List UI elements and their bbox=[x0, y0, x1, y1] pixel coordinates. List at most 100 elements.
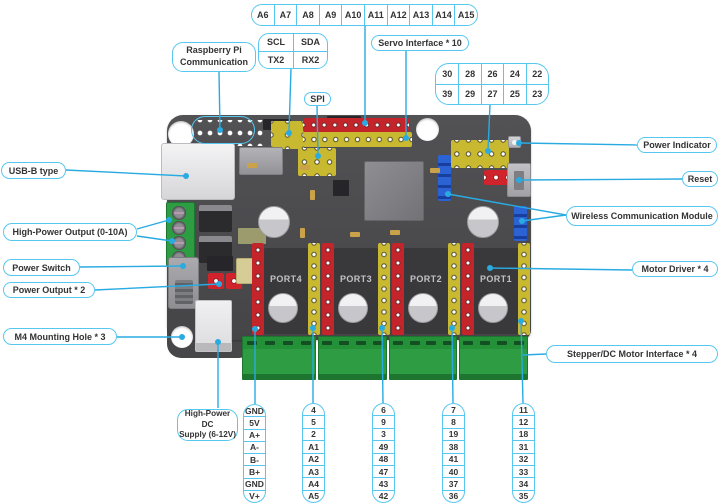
digital-pin: 25 bbox=[503, 83, 526, 104]
analog-pin: A15 bbox=[454, 5, 477, 25]
digital-pin: 26 bbox=[480, 64, 503, 84]
port3-capacitor bbox=[338, 293, 368, 323]
pin-column-port2: 7 8 19 38 41 40 37 36 bbox=[442, 403, 465, 503]
pin: A1 bbox=[303, 440, 324, 452]
power-led bbox=[508, 136, 521, 148]
pin: A+ bbox=[244, 428, 265, 441]
pin: 8 bbox=[443, 415, 464, 427]
pin: B- bbox=[244, 453, 265, 465]
digital-pin-grid: 30 28 26 24 22 39 29 27 25 23 bbox=[435, 63, 549, 105]
pin: 6 bbox=[381, 404, 386, 415]
analog-pin: A6 bbox=[257, 10, 269, 20]
port2-red-header bbox=[392, 243, 404, 335]
pin: 47 bbox=[373, 464, 394, 477]
digital-pin: 30 bbox=[442, 68, 453, 79]
usb-type-label: USB-B type bbox=[1, 162, 66, 179]
capacitor-right bbox=[467, 206, 499, 238]
port1-red-header bbox=[462, 243, 474, 335]
terminal-slots bbox=[319, 337, 386, 349]
digital-pin: 23 bbox=[525, 83, 548, 104]
analog-pin: A10 bbox=[341, 5, 364, 25]
analog-pin: A9 bbox=[318, 5, 342, 25]
pin: 9 bbox=[373, 415, 394, 427]
smd-resistor bbox=[300, 165, 310, 170]
dc-power-jack bbox=[195, 300, 232, 352]
port1-capacitor bbox=[478, 293, 508, 323]
pin: 32 bbox=[513, 452, 534, 465]
pin: A4 bbox=[303, 477, 324, 489]
pin: 40 bbox=[443, 464, 464, 477]
power-output-text: Power Output * 2 bbox=[12, 285, 86, 295]
terminal-screw bbox=[172, 221, 186, 235]
m4-mounting-hole-label: M4 Mounting Hole * 3 bbox=[3, 328, 117, 345]
wireless-text: Wireless Communication Module bbox=[571, 211, 713, 221]
pin-column-port3: 6 9 3 49 48 47 43 42 bbox=[372, 403, 395, 503]
power-indicator-label: Power Indicator bbox=[637, 137, 717, 153]
pin: 35 bbox=[513, 489, 534, 502]
reset-label: Reset bbox=[682, 171, 718, 187]
comm-pin: RX2 bbox=[293, 50, 327, 68]
motor-driver-label: Motor Driver * 4 bbox=[632, 261, 718, 277]
wireless-module-label: Wireless Communication Module bbox=[566, 206, 718, 226]
i2c-serial-header bbox=[271, 121, 304, 149]
pin: 43 bbox=[373, 477, 394, 489]
smd-resistor bbox=[430, 168, 440, 173]
wireless-header-a bbox=[438, 155, 451, 201]
analog-pin: A13 bbox=[409, 5, 432, 25]
pin: GND bbox=[245, 405, 264, 416]
pin: 7 bbox=[451, 404, 456, 415]
servo-header-yellow-row bbox=[303, 132, 412, 147]
motor-driver-text: Motor Driver * 4 bbox=[641, 264, 709, 274]
voltage-select-jumper bbox=[484, 170, 508, 185]
pin: V+ bbox=[244, 489, 265, 502]
spi-label-text: SPI bbox=[310, 94, 325, 104]
comm-pin: SCL bbox=[267, 37, 285, 48]
pin-column-power: GND 5V A+ A- B- B+ GND V+ bbox=[243, 404, 266, 503]
high-power-output-text: High-Power Output (0-10A) bbox=[12, 227, 128, 237]
pin: 34 bbox=[513, 477, 534, 489]
rpi-header-outline bbox=[191, 116, 255, 144]
digital-pin: 27 bbox=[480, 83, 504, 104]
power-indicator-text: Power Indicator bbox=[643, 140, 711, 150]
comm-pin: SDA bbox=[293, 34, 327, 51]
digital-pin: 29 bbox=[458, 83, 481, 104]
mounting-hole-top-left bbox=[168, 121, 194, 147]
comm-pin-grid: SCL SDA TX2 RX2 bbox=[258, 33, 328, 69]
terminal-slots bbox=[243, 337, 315, 349]
rpi-label-line2: Communication bbox=[179, 57, 248, 67]
analog-pin: A8 bbox=[296, 5, 319, 25]
spi-header bbox=[298, 148, 336, 176]
pin: 42 bbox=[373, 489, 394, 502]
pin: 5V bbox=[244, 416, 265, 428]
spi-label: SPI bbox=[304, 92, 331, 106]
terminal-slots bbox=[460, 337, 527, 349]
smd-resistor bbox=[390, 230, 400, 235]
smd-resistor bbox=[310, 190, 315, 200]
port-label: PORT3 bbox=[339, 274, 372, 284]
pin: 4 bbox=[311, 404, 316, 415]
servo-label-text: Servo Interface * 10 bbox=[378, 38, 462, 48]
analog-pin: A14 bbox=[431, 5, 455, 25]
port2-capacitor bbox=[408, 293, 438, 323]
port1-yellow-header bbox=[518, 243, 530, 335]
rpi-label-line1: Raspberry Pi bbox=[186, 45, 242, 56]
digital-pin: 22 bbox=[525, 64, 548, 84]
dc-supply-label: High-Power DC Supply (6-12V) bbox=[177, 409, 238, 441]
pin: 2 bbox=[303, 427, 324, 440]
terminal-slots bbox=[390, 337, 456, 349]
analog-pin-row: A6 A7 A8 A9 A10 A11 A12 A13 A14 A15 bbox=[251, 4, 478, 26]
digital-pin: 28 bbox=[458, 64, 480, 84]
pin: A2 bbox=[303, 452, 324, 465]
digital-pin: 39 bbox=[436, 83, 459, 105]
dc-supply-line1: High-Power DC bbox=[184, 409, 231, 429]
comm-pin: TX2 bbox=[259, 50, 293, 69]
reset-text: Reset bbox=[687, 174, 713, 184]
wireless-header-b bbox=[514, 206, 527, 241]
motor-terminal-3 bbox=[389, 336, 457, 380]
line-reset bbox=[519, 178, 683, 181]
capacitor-left bbox=[258, 206, 290, 238]
port3-yellow-header bbox=[378, 243, 390, 335]
dc-supply-line2: Supply (6-12V) bbox=[179, 430, 236, 440]
analog-pin: A12 bbox=[386, 5, 410, 25]
